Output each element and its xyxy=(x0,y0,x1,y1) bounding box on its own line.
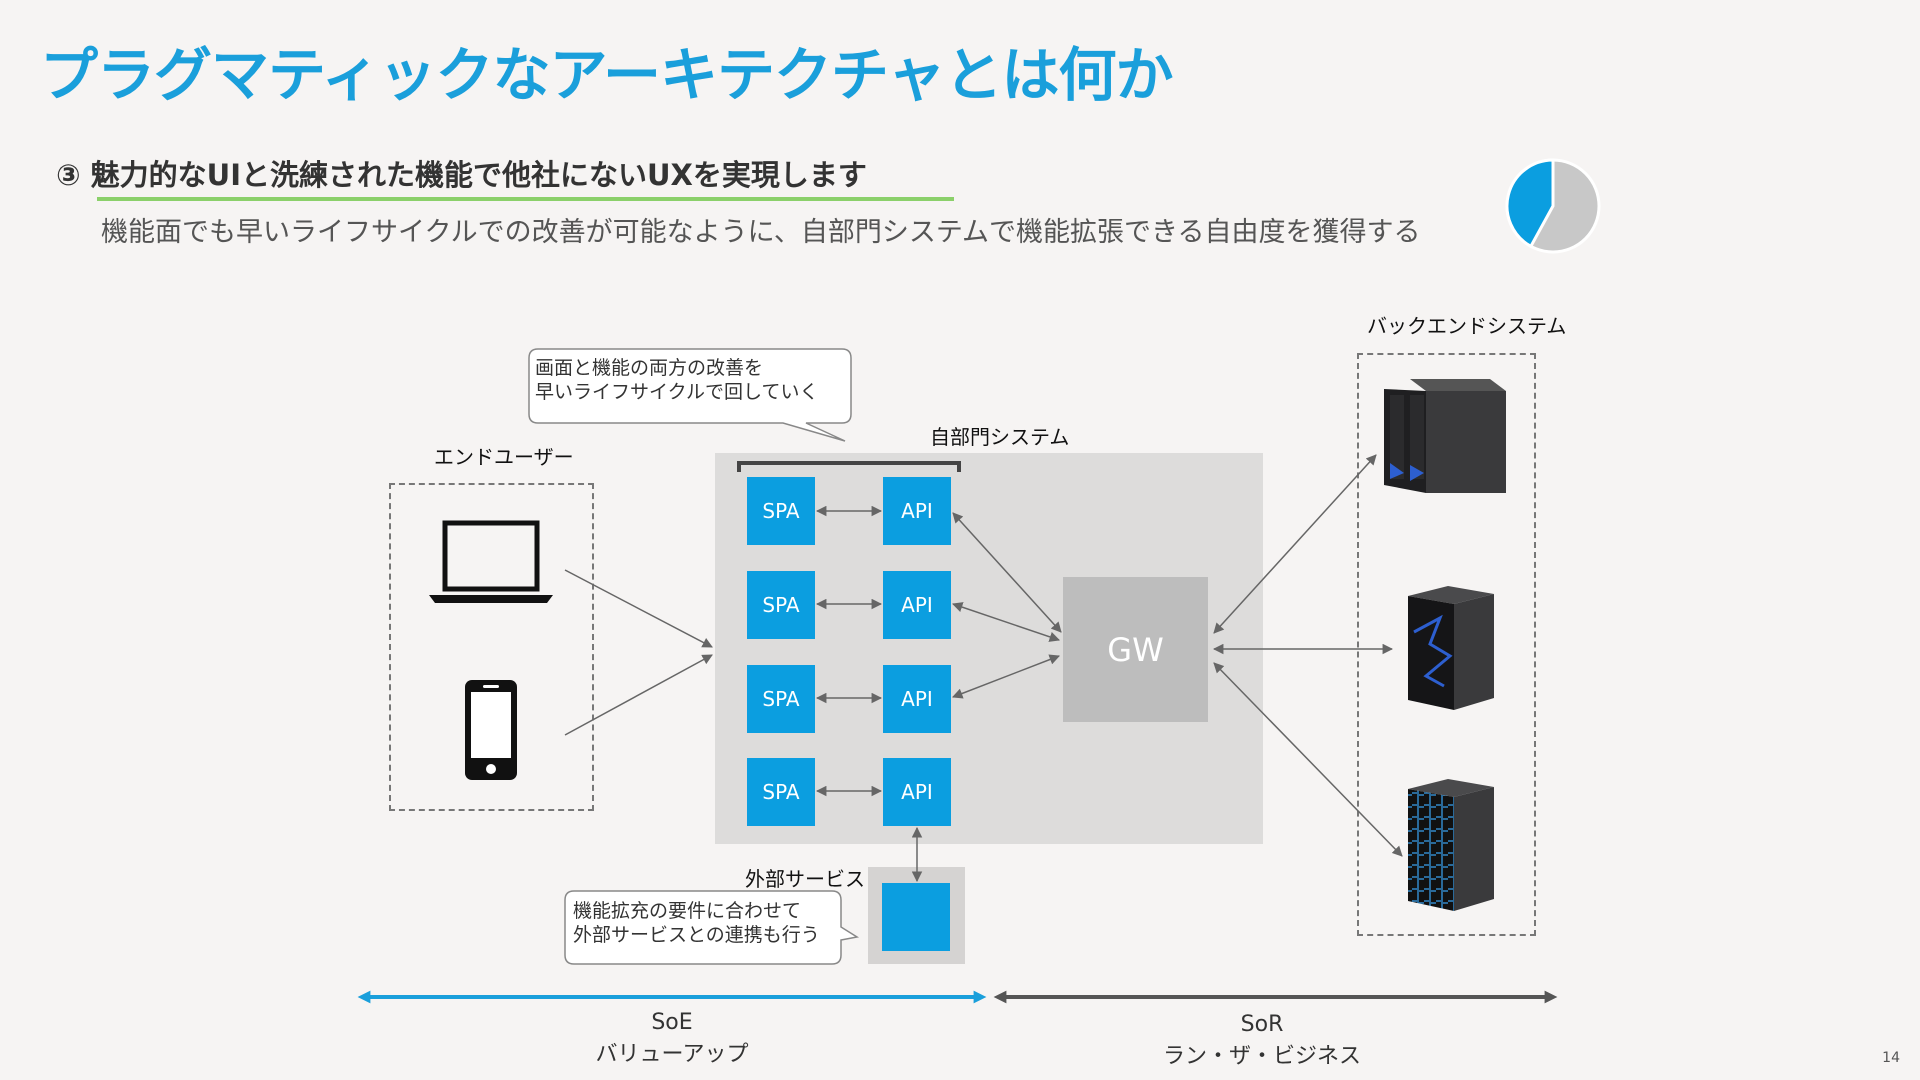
sor-sublabel: ラン・ザ・ビジネス xyxy=(1162,1044,1361,1069)
spa-box: SPA xyxy=(747,758,815,826)
slide-title: プラグマティックなアーキテクチャとは何か xyxy=(40,41,1173,109)
api-box: API xyxy=(883,665,951,733)
bubble-bottom-line-1: 機能拡充の要件に合わせて xyxy=(573,900,802,922)
server-rack-icon xyxy=(1408,586,1494,710)
patterned-server-icon xyxy=(1408,779,1494,911)
soe-label: SoE xyxy=(651,1010,693,1035)
bubble-top-line-2: 早いライフサイクルで回していく xyxy=(535,381,819,403)
group-bracket xyxy=(737,461,961,472)
laptop-icon xyxy=(429,520,553,603)
page-number: 14 xyxy=(1882,1050,1900,1066)
sor-label: SoR xyxy=(1240,1012,1284,1037)
gateway-box: GW xyxy=(1063,577,1208,722)
progress-pie-chart xyxy=(1505,158,1601,254)
api-box: API xyxy=(883,477,951,545)
spa-box: SPA xyxy=(747,665,815,733)
bubble-bottom-line-2: 外部サービスとの連携も行う xyxy=(573,924,820,946)
external-service-box xyxy=(882,883,950,951)
speech-bubble-top xyxy=(528,348,852,442)
own-system-label: 自部門システム xyxy=(930,425,1070,449)
bubble-top-line-1: 画面と機能の両方の改善を xyxy=(535,357,764,379)
api-box: API xyxy=(883,571,951,639)
slide-subtitle: ③ 魅力的なUIと洗練された機能で他社にないUXを実現します xyxy=(56,158,867,192)
mainframe-server-icon xyxy=(1384,379,1506,493)
speech-bubble-bottom xyxy=(564,890,860,965)
spa-box: SPA xyxy=(747,571,815,639)
pie-filled-slice xyxy=(1505,158,1555,249)
slide-description: 機能面でも早いライフサイクルでの改善が可能なように、自部門システムで機能拡張でき… xyxy=(101,217,1421,248)
end-user-group xyxy=(389,483,594,811)
end-user-label: エンドユーザー xyxy=(434,445,574,469)
external-service-label: 外部サービス xyxy=(745,867,865,891)
spa-box: SPA xyxy=(747,477,815,545)
api-box: API xyxy=(883,758,951,826)
soe-sublabel: バリューアップ xyxy=(595,1042,749,1067)
subtitle-underline xyxy=(97,197,954,201)
smartphone-icon xyxy=(465,680,517,780)
backend-system-label: バックエンドシステム xyxy=(1367,314,1567,338)
